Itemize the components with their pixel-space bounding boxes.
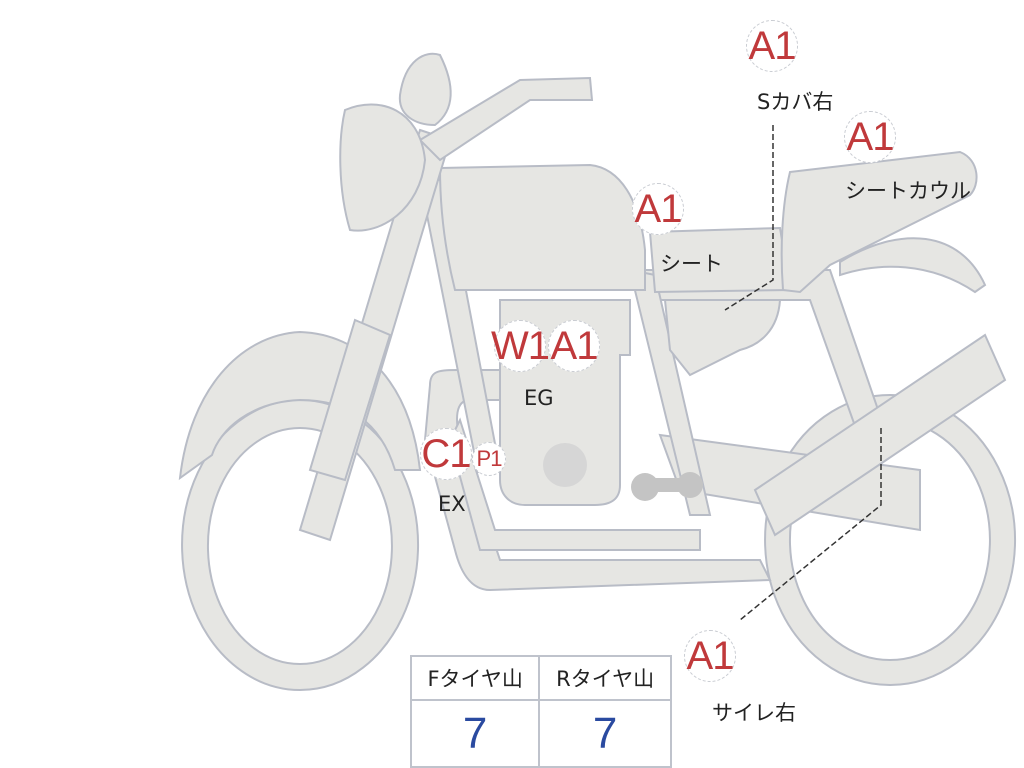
damage-mark-muffler[interactable]: A1	[684, 630, 736, 682]
side-cover	[663, 299, 782, 377]
meter	[398, 52, 452, 127]
label-exhaust: EX	[438, 492, 466, 516]
fork-cover	[308, 318, 392, 482]
damage-mark-engine-w1[interactable]: W1	[491, 320, 550, 372]
fuel-tank	[438, 163, 646, 291]
damage-mark-seat[interactable]: A1	[632, 183, 684, 235]
damage-mark-side-cover[interactable]: A1	[746, 20, 798, 72]
muffler	[753, 333, 1007, 537]
label-engine: EG	[524, 386, 554, 410]
rear-fender	[839, 237, 987, 294]
damage-mark-exhaust-p1[interactable]: P1	[472, 442, 506, 476]
front-tire-value: 7	[409, 699, 541, 768]
frame-tube	[628, 268, 712, 516]
label-muffler-right: サイレ右	[712, 701, 796, 725]
tire-tread-table: Fタイヤ山 Rタイヤ山 7 7	[409, 655, 672, 768]
engine-cover	[543, 443, 587, 487]
damage-mark-engine-a1[interactable]: A1	[548, 320, 600, 372]
rear-tire-value: 7	[538, 699, 672, 768]
front-tire-header: Fタイヤ山	[409, 655, 541, 701]
exhaust-pipe	[423, 369, 772, 592]
leader-line-side-cover	[724, 125, 774, 311]
label-side-cover-right: Sカバ右	[757, 90, 834, 114]
handlebar	[418, 76, 594, 162]
headlight	[339, 103, 427, 232]
damage-mark-seat-cowl[interactable]: A1	[844, 111, 896, 163]
leader-line-muffler	[739, 428, 882, 621]
rear-tire-header: Rタイヤ山	[538, 655, 672, 701]
label-seat: シート	[660, 252, 723, 276]
label-seat-cowl: シートカウル	[845, 179, 971, 203]
damage-mark-exhaust-c1[interactable]: C1	[420, 428, 472, 480]
seat-cowl	[780, 150, 978, 294]
